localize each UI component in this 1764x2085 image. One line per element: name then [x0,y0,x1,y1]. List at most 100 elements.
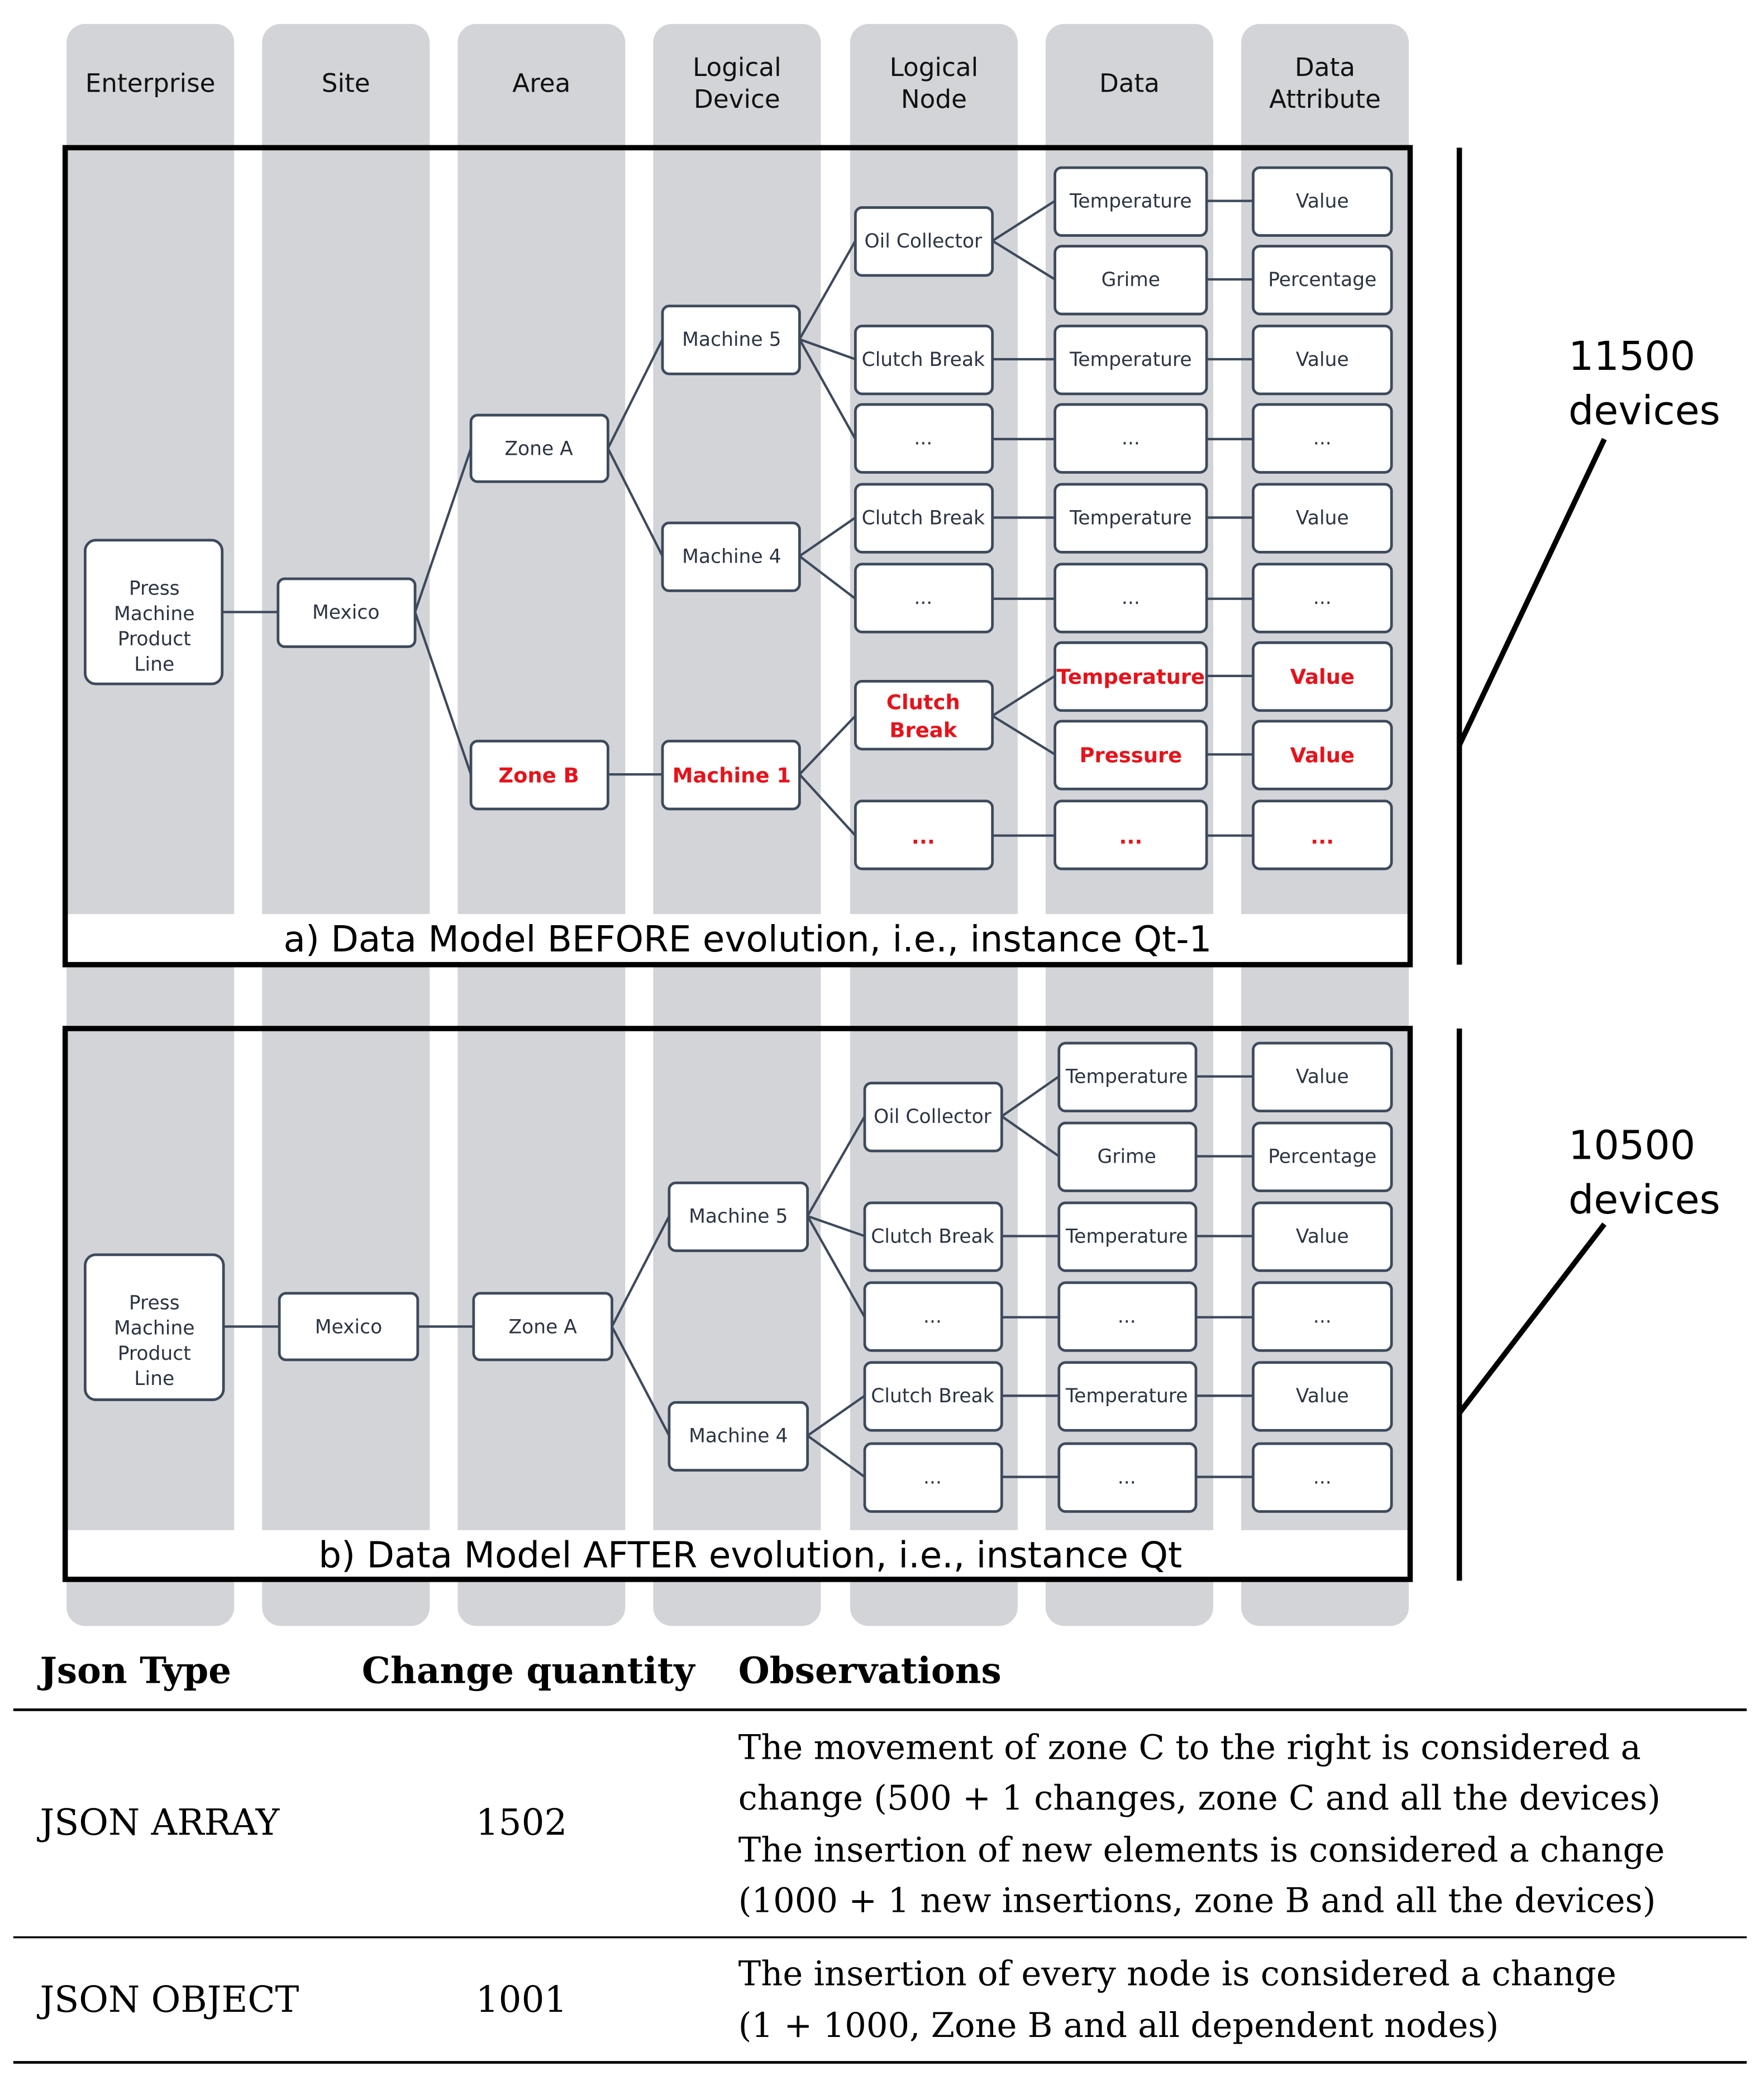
node-b-machine-4: Machine 4 [668,1401,809,1472]
column-title-area: Area [512,68,570,98]
node-machine-1: Machine 1 [661,740,801,811]
column-bg-enterprise [66,23,235,1626]
panel-b-frame [62,1026,1413,1582]
node-oil-collector: Oil Collector [854,206,994,277]
node-b-label-percentage: Percentage [1268,1146,1376,1168]
changes-table: Json Type Change quantity Observations J… [13,1650,1747,2064]
node-b-label-temperature-oc: Temperature [1065,1066,1188,1088]
table-cell-observation-line: The insertion of new elements is conside… [738,1831,1665,1870]
node-label-pressure: Pressure [1079,744,1182,768]
node-b-label-attr-ellipsis-2: ... [1313,1466,1332,1488]
node-b-machine-5: Machine 5 [668,1181,809,1253]
table-cell-observation-line: (1000 + 1 new insertions, zone B and all… [738,1881,1656,1920]
node-b-ellipsis-m5: ... [863,1281,1003,1352]
node-label-ellipsis-m4: ... [914,587,932,609]
column-bg-logical-device [653,23,821,1626]
node-site-mexico: Mexico [276,577,417,648]
panel-a-caption-strip [66,914,1409,964]
node-label-machine-1: Machine 1 [673,763,791,787]
table-row: JSON ARRAY 1502 The movement of zone C t… [36,1728,1665,1920]
panel-b-caption-strip [66,1530,1409,1579]
panel-a-devices-count: 11500 [1568,333,1695,379]
column-title-site: Site [322,68,370,98]
node-data-ellipsis-m4: ... [1053,563,1208,634]
panel-b-devices-label: devices [1568,1177,1720,1223]
table-cell-observation-line: (1 + 1000, Zone B and all dependent node… [738,2006,1499,2045]
table-cell-quantity: 1502 [476,1802,568,1844]
node-b-value-1: Value [1252,1041,1393,1113]
node-label-value-red-2: Value [1290,744,1355,768]
node-b-temperature-cb4: Temperature [1057,1361,1198,1432]
node-b-percentage: Percentage [1252,1121,1393,1192]
node-label-machine-5: Machine 5 [682,329,781,351]
node-b-ellipsis-m4: ... [863,1442,1003,1513]
node-ellipsis-m1: ... [854,799,994,870]
node-label-temperature-cb1: Temperature [1057,665,1205,689]
node-zone-b: Zone B [469,740,609,811]
node-attr-ellipsis-red: ... [1252,799,1393,870]
table-cell-observation-line: change (500 + 1 changes, zone C and all … [738,1779,1661,1818]
panel-b-pointer [1457,1222,1606,1415]
column-bg-area [457,23,626,1626]
node-b-temperature-cb5: Temperature [1057,1201,1198,1272]
node-temperature-cb1: Temperature [1053,641,1208,712]
column-title-data: Data [1099,68,1160,98]
node-b-label-temperature-cb4: Temperature [1065,1385,1188,1407]
column-title-enterprise: Enterprise [85,68,216,98]
panel-a-frame [62,145,1413,968]
node-b-label-value-1: Value [1296,1066,1349,1088]
node-machine-5: Machine 5 [661,304,801,375]
node-b-label-clutch-break-m5: Clutch Break [871,1225,994,1248]
node-data-ellipsis-m1: ... [1053,799,1208,870]
node-b-oil-collector: Oil Collector [863,1082,1003,1153]
panel-a-caption: a) Data Model BEFORE evolution, i.e., in… [283,918,1212,960]
node-temperature-cb4: Temperature [1053,483,1208,554]
node-label-ellipsis-m1: ... [912,825,935,849]
node-ellipsis-m5: ... [854,403,994,474]
node-b-value-3: Value [1252,1361,1393,1432]
table-header-change-quantity: Change quantity [362,1650,696,1692]
node-b-label-value-2: Value [1296,1225,1349,1248]
node-b-label-ellipsis-m5: ... [923,1305,942,1327]
node-label-value-red-1: Value [1290,665,1355,689]
node-b-label-machine-5: Machine 5 [689,1206,788,1228]
node-b-zone-a: Zone A [472,1292,613,1362]
node-label-value-3: Value [1296,507,1349,529]
node-label-percentage: Percentage [1268,269,1376,291]
node-b-label-temperature-cb5: Temperature [1065,1225,1188,1248]
panel-b-devices-count: 10500 [1568,1122,1695,1168]
node-b-label-attr-ellipsis-1: ... [1313,1305,1332,1327]
node-b-label-oil-collector: Oil Collector [874,1106,992,1128]
column-bg-site [262,23,430,1626]
node-b-label-machine-4: Machine 4 [689,1425,788,1448]
node-label-value-1: Value [1296,191,1349,213]
node-clutch-break-m4: Clutch Break [854,483,994,554]
panel-b-edges [223,1075,1253,1478]
node-label-grime: Grime [1102,269,1160,291]
node-b-label-site: Mexico [315,1316,383,1338]
node-b-label-data-ellipsis-m4: ... [1118,1466,1136,1488]
node-clutch-break-m5: Clutch Break [854,325,994,396]
node-label-attr-ellipsis-red: ... [1310,825,1334,849]
node-value-2: Value [1252,325,1393,396]
node-b-grime: Grime [1057,1121,1198,1192]
node-label-clutch-break-m4: Clutch Break [862,507,985,529]
node-b-clutch-break-m5: Clutch Break [863,1201,1003,1272]
table-row: JSON OBJECT 1001 The insertion of every … [36,1954,1616,2045]
node-label-data-ellipsis-m4: ... [1122,587,1140,609]
node-b-attr-ellipsis-2: ... [1252,1442,1393,1513]
panel-a-devices-label: devices [1568,388,1720,434]
table-cell-observation-line: The movement of zone C to the right is c… [738,1728,1641,1767]
table-cell-quantity: 1001 [476,1979,568,2021]
node-value-3: Value [1252,483,1393,554]
node-b-clutch-break-m4: Clutch Break [863,1361,1003,1432]
node-label-temperature-cb5: Temperature [1069,349,1192,371]
